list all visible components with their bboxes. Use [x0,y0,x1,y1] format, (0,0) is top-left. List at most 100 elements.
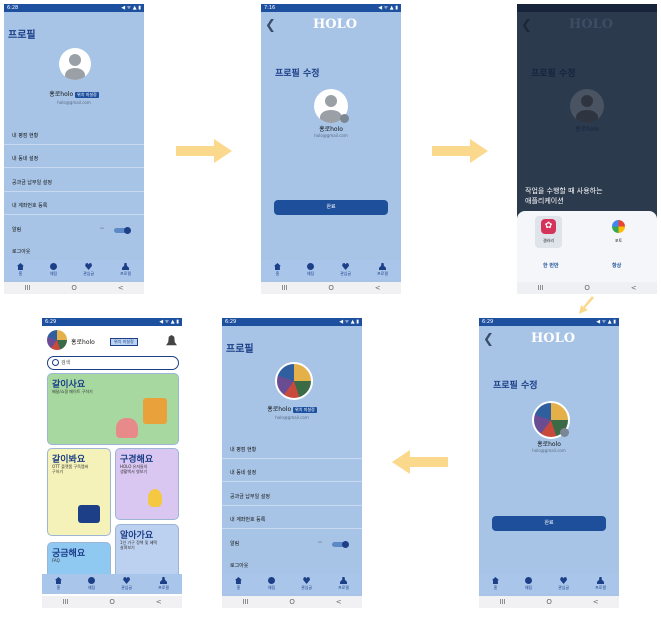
tab-label: 관심글 [301,585,313,590]
status-bar: 6:29 ◀ ᯤ ▲ ▮ [42,318,182,326]
menu-logout[interactable]: 로그아웃 [12,249,31,255]
tab-bar: 홈 채팅 관심글 프로필 [4,260,144,280]
home-button[interactable]: O [71,284,77,292]
search-input[interactable]: 검색 [61,360,71,366]
home-button[interactable]: O [289,598,295,606]
tab-chat[interactable]: 채팅 [88,577,95,591]
card-look-around[interactable]: 구경해요 HOLO 유저들의 생활백서 엿보기 [115,448,179,520]
home-icon [16,263,24,270]
back-button[interactable]: < [592,598,599,606]
back-arrow-icon[interactable]: ❮ [265,18,276,33]
home-button[interactable]: O [546,598,552,606]
phone-home: 6:29 ◀ ᯤ ▲ ▮ 홍로holo 위치 미설정 검색 같이사요 배달/쇼핑… [42,318,182,608]
recent-apps-button[interactable]: III [24,284,31,292]
always-button[interactable]: 항상 [612,263,622,269]
done-button[interactable]: 완료 [274,200,388,215]
menu-rating[interactable]: 내 평점 현황 [12,133,39,139]
recent-apps-button[interactable]: III [499,598,506,606]
menu-rating[interactable]: 내 평점 현황 [230,447,257,453]
phone-edit-profile: 7:16 ◀ ᯤ ▲ ▮ ❮ HOLO 프로필 수정 홍로holo holo@g… [261,4,401,294]
recent-apps-button[interactable]: III [62,598,69,606]
search-icon [52,359,59,366]
tab-favorites[interactable]: 관심글 [83,263,94,277]
status-time: 7:16 [264,5,276,11]
notification-toggle[interactable] [332,541,349,548]
system-nav-bar: III O < [517,282,657,294]
card-watch-together[interactable]: 같이봐요 OTT 플랫폼 구독멤버 구하기 [47,448,111,536]
tab-favorites[interactable]: 관심글 [558,577,569,591]
menu-account[interactable]: 내 계좌번호 등록 [12,203,48,209]
tab-profile[interactable]: 프로필 [595,577,606,591]
menu-neighborhood[interactable]: 내 동네 설정 [12,156,39,162]
status-time: 6:29 [45,319,57,325]
recent-apps-button[interactable]: III [281,284,288,292]
back-button[interactable]: < [630,284,637,292]
tab-home[interactable]: 홈 [273,263,281,277]
home-button[interactable]: O [109,598,115,606]
tab-label: 프로필 [337,585,350,590]
tab-favorites[interactable]: 관심글 [121,577,132,591]
just-once-button[interactable]: 한 번만 [543,263,559,269]
camera-icon[interactable] [340,114,349,123]
location-badge[interactable]: 위치 미설정 [110,338,138,346]
tab-chat[interactable]: 채팅 [525,577,532,591]
person-icon [340,577,347,584]
menu-logout[interactable]: 로그아웃 [230,563,249,569]
avatar[interactable] [59,48,91,80]
back-arrow-icon[interactable]: ❮ [483,332,494,347]
tab-favorites[interactable]: 관심글 [301,577,312,591]
card-buy-together[interactable]: 같이사요 배달/쇼핑 메이트 구하기 [47,373,179,445]
menu-neighborhood[interactable]: 내 동네 설정 [230,470,257,476]
profile-photo[interactable] [275,362,313,400]
shopping-bag-icon [143,398,167,424]
card-title: 궁금해요 [52,549,86,559]
tab-home[interactable]: 홈 [234,577,242,591]
tab-profile[interactable]: 프로필 [158,577,169,591]
back-button[interactable]: < [155,598,162,606]
recent-apps-button[interactable]: III [537,284,544,292]
back-button[interactable]: < [335,598,342,606]
email: holo@gmail.com [275,415,309,420]
search-bar[interactable]: 검색 [47,356,179,370]
menu-bill-date[interactable]: 공과금 납부일 설정 [12,180,52,186]
page-title: 프로필 수정 [531,69,576,79]
divider [4,167,144,168]
tab-favorites[interactable]: 관심글 [340,263,351,277]
tab-home[interactable]: 홈 [491,577,499,591]
app-option-photos[interactable]: 포토 [605,216,632,248]
done-button[interactable]: 완료 [492,516,606,531]
tab-profile[interactable]: 프로필 [120,263,131,277]
recent-apps-button[interactable]: III [242,598,249,606]
location-badge[interactable]: 위치 미설정 [75,92,99,98]
tab-home[interactable]: 홈 [54,577,62,591]
card-title: 알아가요 [120,531,154,541]
tab-profile[interactable]: 프로필 [377,263,388,277]
back-button[interactable]: < [117,284,124,292]
tab-chat[interactable]: 채팅 [50,263,57,277]
page-title: 프로필 수정 [275,69,320,79]
chat-icon [88,577,95,584]
tab-chat[interactable]: 채팅 [268,577,275,591]
tab-label: 홈 [275,271,280,276]
location-badge[interactable]: 위치 미설정 [293,407,317,413]
home-button[interactable]: O [328,284,334,292]
chat-icon [50,263,57,270]
tab-label: 홈 [236,585,241,590]
divider [222,528,362,529]
profile-photo[interactable] [47,330,67,350]
bell-icon[interactable] [166,335,177,346]
back-button[interactable]: < [374,284,381,292]
tab-home[interactable]: 홈 [16,263,24,277]
tab-chat[interactable]: 채팅 [307,263,314,277]
status-time: 6:28 [7,5,19,11]
home-button[interactable]: O [584,284,590,292]
app-option-gallery[interactable]: ✿ 갤러리 [535,216,562,248]
home-nickname: 홍로holo [71,339,95,346]
tab-label: 관심글 [340,271,352,276]
notification-toggle[interactable] [114,227,131,234]
menu-bill-date[interactable]: 공과금 납부일 설정 [230,494,270,500]
divider [222,481,362,482]
camera-icon[interactable] [560,428,569,437]
tab-profile[interactable]: 프로필 [338,577,349,591]
menu-account[interactable]: 내 계좌번호 등록 [230,517,266,523]
